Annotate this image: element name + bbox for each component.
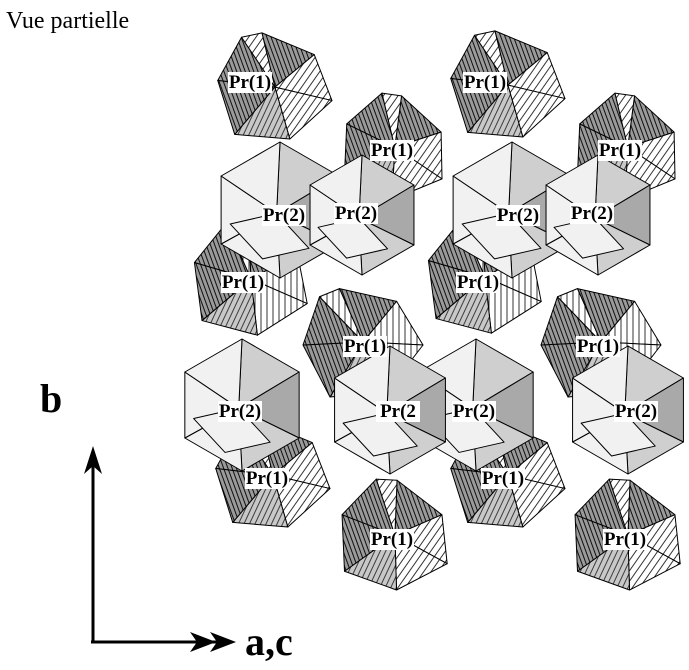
pr1-label: Pr(1) [371,529,413,550]
pr2-polyhedron-face [580,412,656,457]
ac-axis-arrowhead-1 [190,632,216,652]
pr1-label-bg [481,468,525,489]
pr2-label: Pr(2) [453,401,495,422]
pr2-label-bg [218,401,262,422]
pr1-label: Pr(1) [577,336,619,357]
b-axis-label: b [40,376,63,421]
pr2-polyhedron-facet [220,141,281,214]
pr2-label-bg [496,205,540,226]
pr1-label: Pr(1) [604,529,646,550]
pr2-polyhedron-face [193,407,271,453]
pr2-label: Pr(2) [219,401,261,422]
pr2-polyhedron-facet [545,154,599,219]
pr2-label: Pr(2) [615,401,657,422]
pr2-polyhedron-facet [184,338,243,409]
pr2-label-bg [262,205,306,226]
pr1-polyhedron-facet [381,92,403,148]
pr2-label: Pr(2) [335,203,377,224]
pr1-label: Pr(1) [457,272,499,293]
pr1-label-bg [598,140,642,161]
pr2-label-bg [570,203,614,224]
pr1-polyhedron-facet [557,288,602,343]
pr2-label: Pr(2) [571,203,613,224]
pr2-polyhedron-facet [334,345,391,414]
pr1-label-bg [245,468,289,489]
pr1-label: Pr(1) [599,140,641,161]
pr1-label-bg [228,72,272,93]
pr1-label-bg [463,72,507,93]
pr2-label-bg [452,401,496,422]
pr1-polyhedron-facet [319,288,364,343]
pr2-label: Pr(2 [380,401,416,422]
pr2-polyhedron-face [553,217,625,259]
b-axis-arrowhead [84,446,102,474]
diagram-title: Vue partielle [6,8,130,34]
pr1-label: Pr(1) [222,272,264,293]
pr1-polyhedron-facet [608,478,631,536]
ac-axis-label: a,c [245,619,293,664]
pr2-polyhedron-facet [452,141,513,214]
pr2-polyhedron-face [229,212,310,260]
pr1-label-bg [370,529,414,550]
pr2-polyhedron-face [461,212,542,260]
pr2-polyhedron-facet [572,345,629,414]
pr1-label: Pr(1) [371,140,413,161]
ac-axis-arrowhead-2 [210,632,236,652]
pr2-polyhedron-face [342,412,418,457]
pr2-polyhedron-face [317,217,389,259]
pr1-label-bg [221,272,265,293]
pr2-label-bg [614,401,658,422]
pr1-label: Pr(1) [482,468,524,489]
pr1-label-bg [456,272,500,293]
pr1-label: Pr(1) [229,72,271,93]
pr1-polyhedron-facet [614,92,636,148]
pr1-label-bg [576,336,620,357]
pr2-label: Pr(2) [497,205,539,226]
pr1-label-bg [370,140,414,161]
pr1-polyhedron-facet [375,478,398,536]
pr2-label: Pr(2) [263,205,305,226]
pr1-polyhedron-facet [474,30,509,86]
pr1-label-bg [603,529,647,550]
pr1-label: Pr(1) [246,468,288,489]
pr1-label: Pr(1) [464,72,506,93]
pr2-label-bg [334,203,378,224]
pr2-polyhedron-facet [309,154,363,219]
pr1-label-bg [343,336,387,357]
pr1-label: Pr(1) [344,336,386,357]
pr2-label-bg [376,401,420,422]
